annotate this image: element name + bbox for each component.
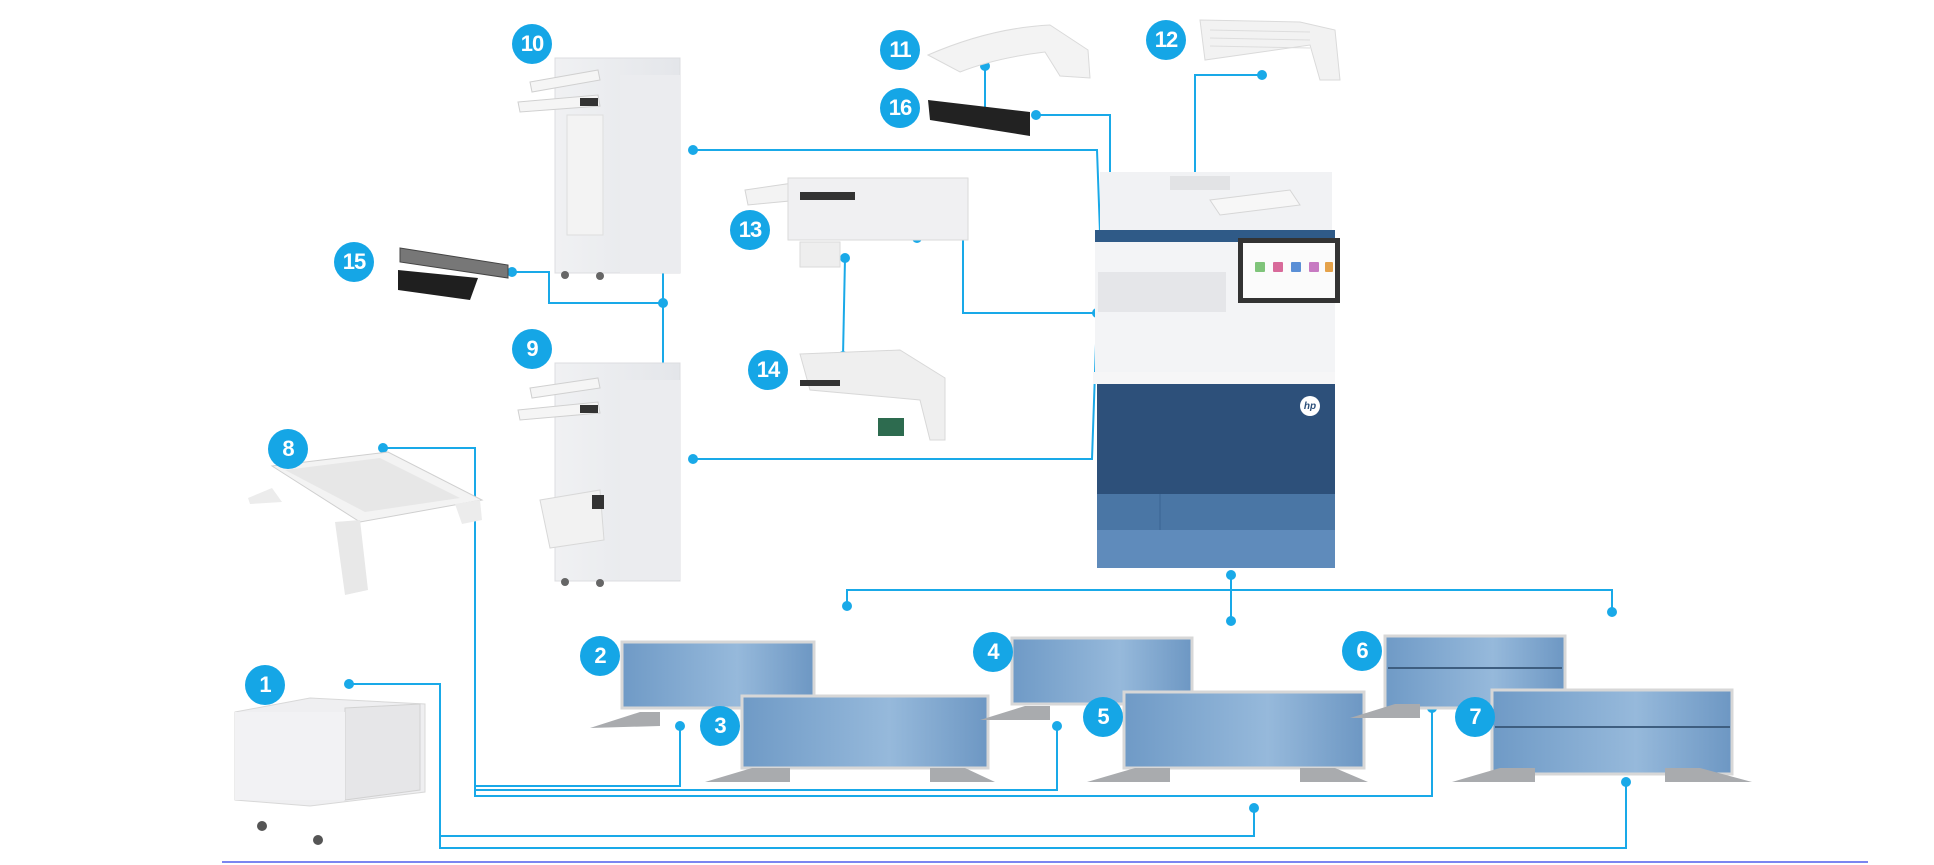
part-10-finisher [517, 57, 681, 280]
part-8-stand [248, 451, 484, 595]
connector-dot [1031, 110, 1041, 120]
callout-badge-7: 7 [1455, 697, 1495, 737]
part-1-cabinet [234, 697, 426, 845]
callout-badge-6: 6 [1342, 631, 1382, 671]
callout-badge-15: 15 [334, 242, 374, 282]
connector-dot [1226, 616, 1236, 626]
callout-badge-3: 3 [700, 706, 740, 746]
bottom-divider [222, 861, 1868, 863]
callout-badge-9: 9 [512, 329, 552, 369]
connector-dot [1607, 607, 1617, 617]
connector-dot [507, 267, 517, 277]
callout-badge-8: 8 [268, 429, 308, 469]
part-9-booklet-finisher [517, 362, 681, 587]
callout-badge-10: 10 [512, 24, 552, 64]
callout-badge-14: 14 [748, 350, 788, 390]
connector-dot [1052, 721, 1062, 731]
connector-dot [344, 679, 354, 689]
connector-dot [1249, 803, 1259, 813]
part-15-punch-kit [398, 247, 509, 300]
part-11-output-bin [926, 24, 1091, 79]
part-12-mailbox [1199, 19, 1341, 81]
callout-badge-4: 4 [973, 632, 1013, 672]
connector-8b [475, 726, 681, 787]
screen-tile [1255, 262, 1265, 272]
screen-tile [1309, 262, 1319, 272]
part-5-tray [1087, 690, 1368, 782]
connector-dot [675, 721, 685, 731]
connector-13-14 [842, 257, 846, 357]
printer [1093, 172, 1340, 568]
connector-dot [658, 298, 668, 308]
part-14-punch-unit [799, 349, 946, 441]
callout-badge-2: 2 [580, 636, 620, 676]
screen-tile [1273, 262, 1283, 272]
connector-dot [840, 253, 850, 263]
callout-badge-1: 1 [245, 665, 285, 705]
screen-tile [1325, 262, 1333, 272]
connector-dot [688, 145, 698, 155]
connector-1 [349, 683, 1627, 849]
callout-badge-16: 16 [880, 88, 920, 128]
hp-logo: hp [1300, 396, 1320, 416]
connector-15 [512, 271, 663, 304]
connector-dot [1226, 570, 1236, 580]
connector-dot [842, 601, 852, 611]
part-3-tray [705, 694, 995, 782]
connector-8 [383, 447, 1433, 797]
connector-1b [440, 808, 1255, 837]
part-13-inner-finisher [744, 177, 969, 268]
callout-badge-13: 13 [730, 210, 770, 250]
connector-dot [1621, 777, 1631, 787]
connector-trays-bar [846, 589, 1613, 612]
callout-badge-12: 12 [1146, 20, 1186, 60]
part-2-tray [590, 640, 816, 728]
callout-badge-11: 11 [880, 30, 920, 70]
connector-8c [475, 726, 1058, 791]
part-7-tray [1452, 688, 1752, 782]
connector-dot [378, 443, 388, 453]
screen-tile [1291, 262, 1301, 272]
part-16-bridge [928, 100, 1030, 136]
callout-badge-5: 5 [1083, 697, 1123, 737]
connector-dot [1257, 70, 1267, 80]
connector-dot [688, 454, 698, 464]
